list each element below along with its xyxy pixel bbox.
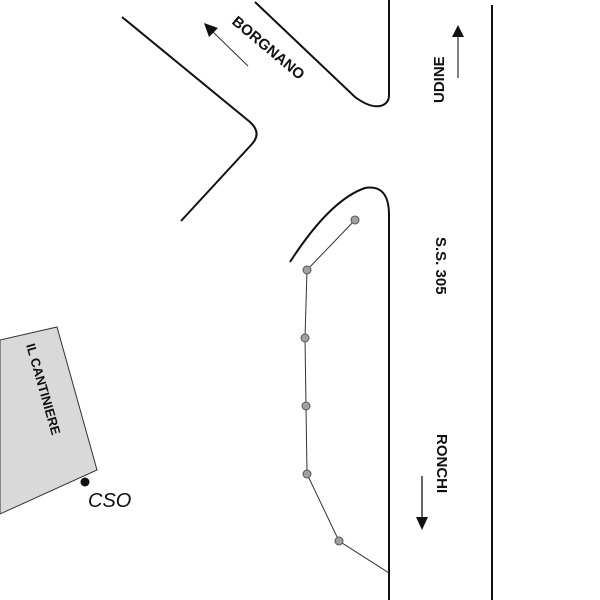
side-road-edge-left	[121, 16, 258, 222]
borgnano-arrow-icon	[204, 23, 218, 37]
cso-label: CSO	[88, 490, 131, 512]
route-nodes	[300, 215, 360, 546]
borgnano-arrow-shaft	[211, 30, 249, 67]
main-road-edge-west	[289, 186, 390, 600]
route-node[interactable]	[302, 265, 312, 275]
ronchi-label: RONCHI	[433, 434, 450, 493]
route-node[interactable]	[300, 333, 310, 343]
side-road-edge-right	[254, 0, 390, 108]
route-node[interactable]	[302, 469, 312, 479]
route-node[interactable]	[301, 401, 311, 411]
route-node[interactable]	[334, 536, 344, 546]
ronchi-arrow-icon	[416, 517, 428, 530]
main-road-label: S.S. 305	[432, 237, 449, 295]
route-path	[304, 219, 390, 574]
udine-arrow-icon	[452, 25, 464, 37]
udine-label: UDINE	[431, 56, 448, 103]
cso-marker[interactable]	[80, 477, 90, 487]
building-il-cantiniere[interactable]	[0, 326, 98, 515]
route-node[interactable]	[350, 215, 360, 225]
borgnano-label: BORGNANO	[228, 13, 307, 84]
